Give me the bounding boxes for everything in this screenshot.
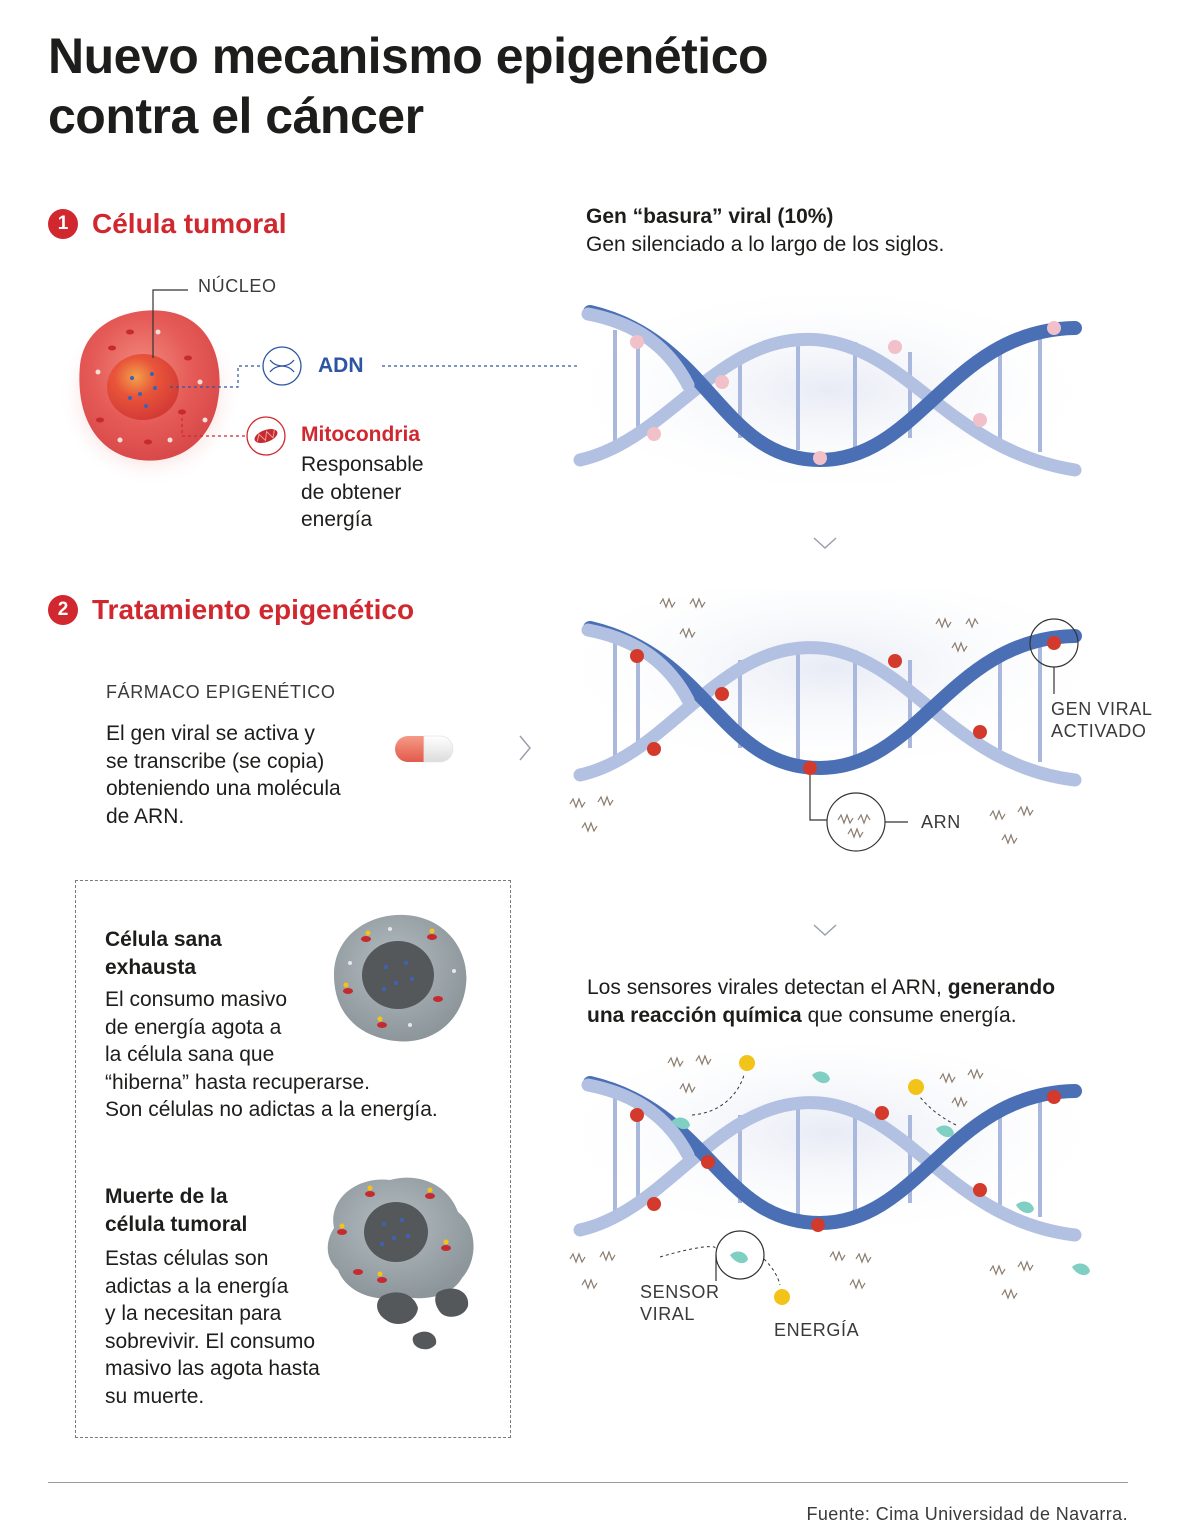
dna-label: ADN (318, 354, 364, 377)
sensor-label-line: SENSOR (640, 1282, 720, 1302)
viral-gene-label: GEN VIRAL ACTIVADO (1051, 698, 1152, 742)
silenced-markers (630, 321, 1061, 465)
healthy-desc-line: El consumo masivo (105, 988, 288, 1011)
title-line-2: contra el cáncer (48, 88, 424, 144)
death-desc-line: su muerte. (105, 1384, 205, 1408)
sensors-text-part4: que consume energía. (801, 1003, 1017, 1027)
chevron-down-icon (813, 924, 837, 937)
title-line-1: Nuevo mecanismo epigenético (48, 28, 769, 84)
reaction-arrows (659, 1074, 957, 1286)
active-markers (630, 1090, 1061, 1232)
mitochondria-icon (254, 429, 278, 443)
viral-gene-label-line: ACTIVADO (1051, 721, 1147, 741)
dna-helix-reaction (560, 1045, 1120, 1305)
healthy-title-line: Célula sana (105, 928, 222, 951)
arn-circle (826, 792, 886, 852)
strand-back (573, 332, 1082, 477)
arn-label: ARN (921, 812, 961, 832)
tumor-cell-diagram (60, 289, 580, 487)
sensor-label: SENSOR VIRAL (640, 1281, 720, 1325)
dna-helix-activated (560, 590, 1120, 852)
arn-leader-left (809, 775, 828, 821)
mito-desc-line: Responsable (301, 453, 424, 476)
cell-effects-box (75, 880, 511, 1438)
sensor-icon (730, 1251, 748, 1264)
active-markers (630, 636, 1061, 775)
drug-desc-line: El gen viral se activa y (106, 722, 315, 745)
section-1-heading: 1 Célula tumoral (48, 208, 286, 240)
mitochondria-dots (96, 329, 192, 445)
healthy-title-line: exhausta (105, 955, 197, 979)
mitochondria-title: Mitocondria (301, 423, 420, 446)
helix-backdrop (570, 290, 1090, 490)
nucleus-leader-line (152, 289, 188, 358)
section-2-title: Tratamiento epigenético (92, 594, 415, 625)
strand-back (573, 641, 1082, 787)
rna-squiggles (569, 597, 1034, 845)
death-desc-line: y la necesitan para (105, 1302, 282, 1325)
death-desc-line: masivo las agota hasta (105, 1357, 320, 1380)
healthy-desc-line: “hiberna” hasta recuperarse. (105, 1070, 370, 1094)
base-pairs (613, 1093, 1042, 1217)
energy-label: ENERGÍA (774, 1320, 860, 1340)
dying-cell-illustration (327, 1177, 474, 1350)
section-2-number: 2 (48, 595, 78, 625)
drug-desc-line: se transcribe (se copia) (106, 749, 325, 773)
helix-backdrop (560, 1045, 1120, 1265)
gene-title: Gen “basura” viral (10%) (586, 205, 834, 228)
healthy-cell-desc: El consumo masivo de energía agota a la … (105, 986, 438, 1124)
dna-icon (269, 359, 295, 373)
section-2-heading: 2 Tratamiento epigenético (48, 594, 414, 626)
death-desc-line: adictas a la energía (105, 1274, 289, 1298)
source-credit: Fuente: Cima Universidad de Navarra. (806, 1504, 1128, 1524)
dna-helix-silenced (570, 290, 1090, 490)
death-title-line: célula tumoral (105, 1212, 248, 1236)
section-1-title: Célula tumoral (92, 208, 287, 239)
chevron-down-icon (813, 537, 837, 550)
drug-desc-line: de ARN. (106, 804, 185, 828)
sensors-text-bold1: generando (947, 976, 1056, 999)
sensors-text: Los sensores virales detectan el ARN, ge… (587, 974, 1147, 1029)
vesicle-dots (95, 329, 208, 443)
pill-icon (395, 735, 531, 763)
strand-back (573, 1096, 1082, 1242)
sensor-label-line: VIRAL (640, 1304, 696, 1324)
strand-back-overlap (581, 307, 695, 392)
mito-leader-line (181, 412, 246, 437)
death-desc: Estas células son adictas a la energía y… (105, 1245, 320, 1410)
nucleus-label: NÚCLEO (198, 276, 277, 296)
death-title: Muerte de la célula tumoral (105, 1183, 247, 1238)
energy-icons (739, 1055, 924, 1305)
healthy-cell-title: Célula sana exhausta (105, 926, 222, 981)
healthy-cell-illustration (334, 914, 467, 1042)
dna-leader-line (170, 365, 262, 388)
sensors-text-bold2: una reacción química (587, 1003, 802, 1027)
death-title-line: Muerte de la (105, 1185, 228, 1208)
page-title: Nuevo mecanismo epigenético contra el cá… (48, 26, 1048, 146)
strand-back-overlap (581, 1078, 695, 1162)
death-desc-line: Estas células son (105, 1247, 269, 1270)
sensor-molecules (672, 1071, 1090, 1276)
viral-gene-label-line: GEN VIRAL (1051, 699, 1153, 719)
healthy-desc-line: la célula sana que (105, 1043, 275, 1066)
mitochondria-desc: Responsable de obtener energía (301, 451, 424, 534)
drug-desc: El gen viral se activa y se transcribe (… (106, 720, 341, 830)
healthy-desc-line: Son células no adictas a la energía. (105, 1098, 438, 1121)
mito-desc-line: de obtener (301, 480, 402, 504)
drug-desc-line: obteniendo una molécula (106, 777, 341, 800)
footer-divider (48, 1482, 1128, 1483)
gene-desc: Gen silenciado a lo largo de los siglos. (586, 233, 945, 256)
section-1-number: 1 (48, 209, 78, 239)
death-desc-line: sobrevivir. El consumo (105, 1329, 316, 1353)
nucleus-dots (128, 372, 157, 408)
strand-back-overlap (581, 623, 695, 707)
mito-desc-line: energía (301, 508, 373, 531)
chevron-right-icon (519, 735, 531, 761)
nucleus (107, 354, 179, 420)
rna-squiggles (569, 1054, 1034, 1300)
healthy-desc-line: de energía agota a (105, 1015, 282, 1039)
sensors-text-part1: Los sensores virales detectan el ARN, (587, 976, 948, 999)
drug-label: FÁRMACO EPIGENÉTICO (106, 682, 336, 702)
